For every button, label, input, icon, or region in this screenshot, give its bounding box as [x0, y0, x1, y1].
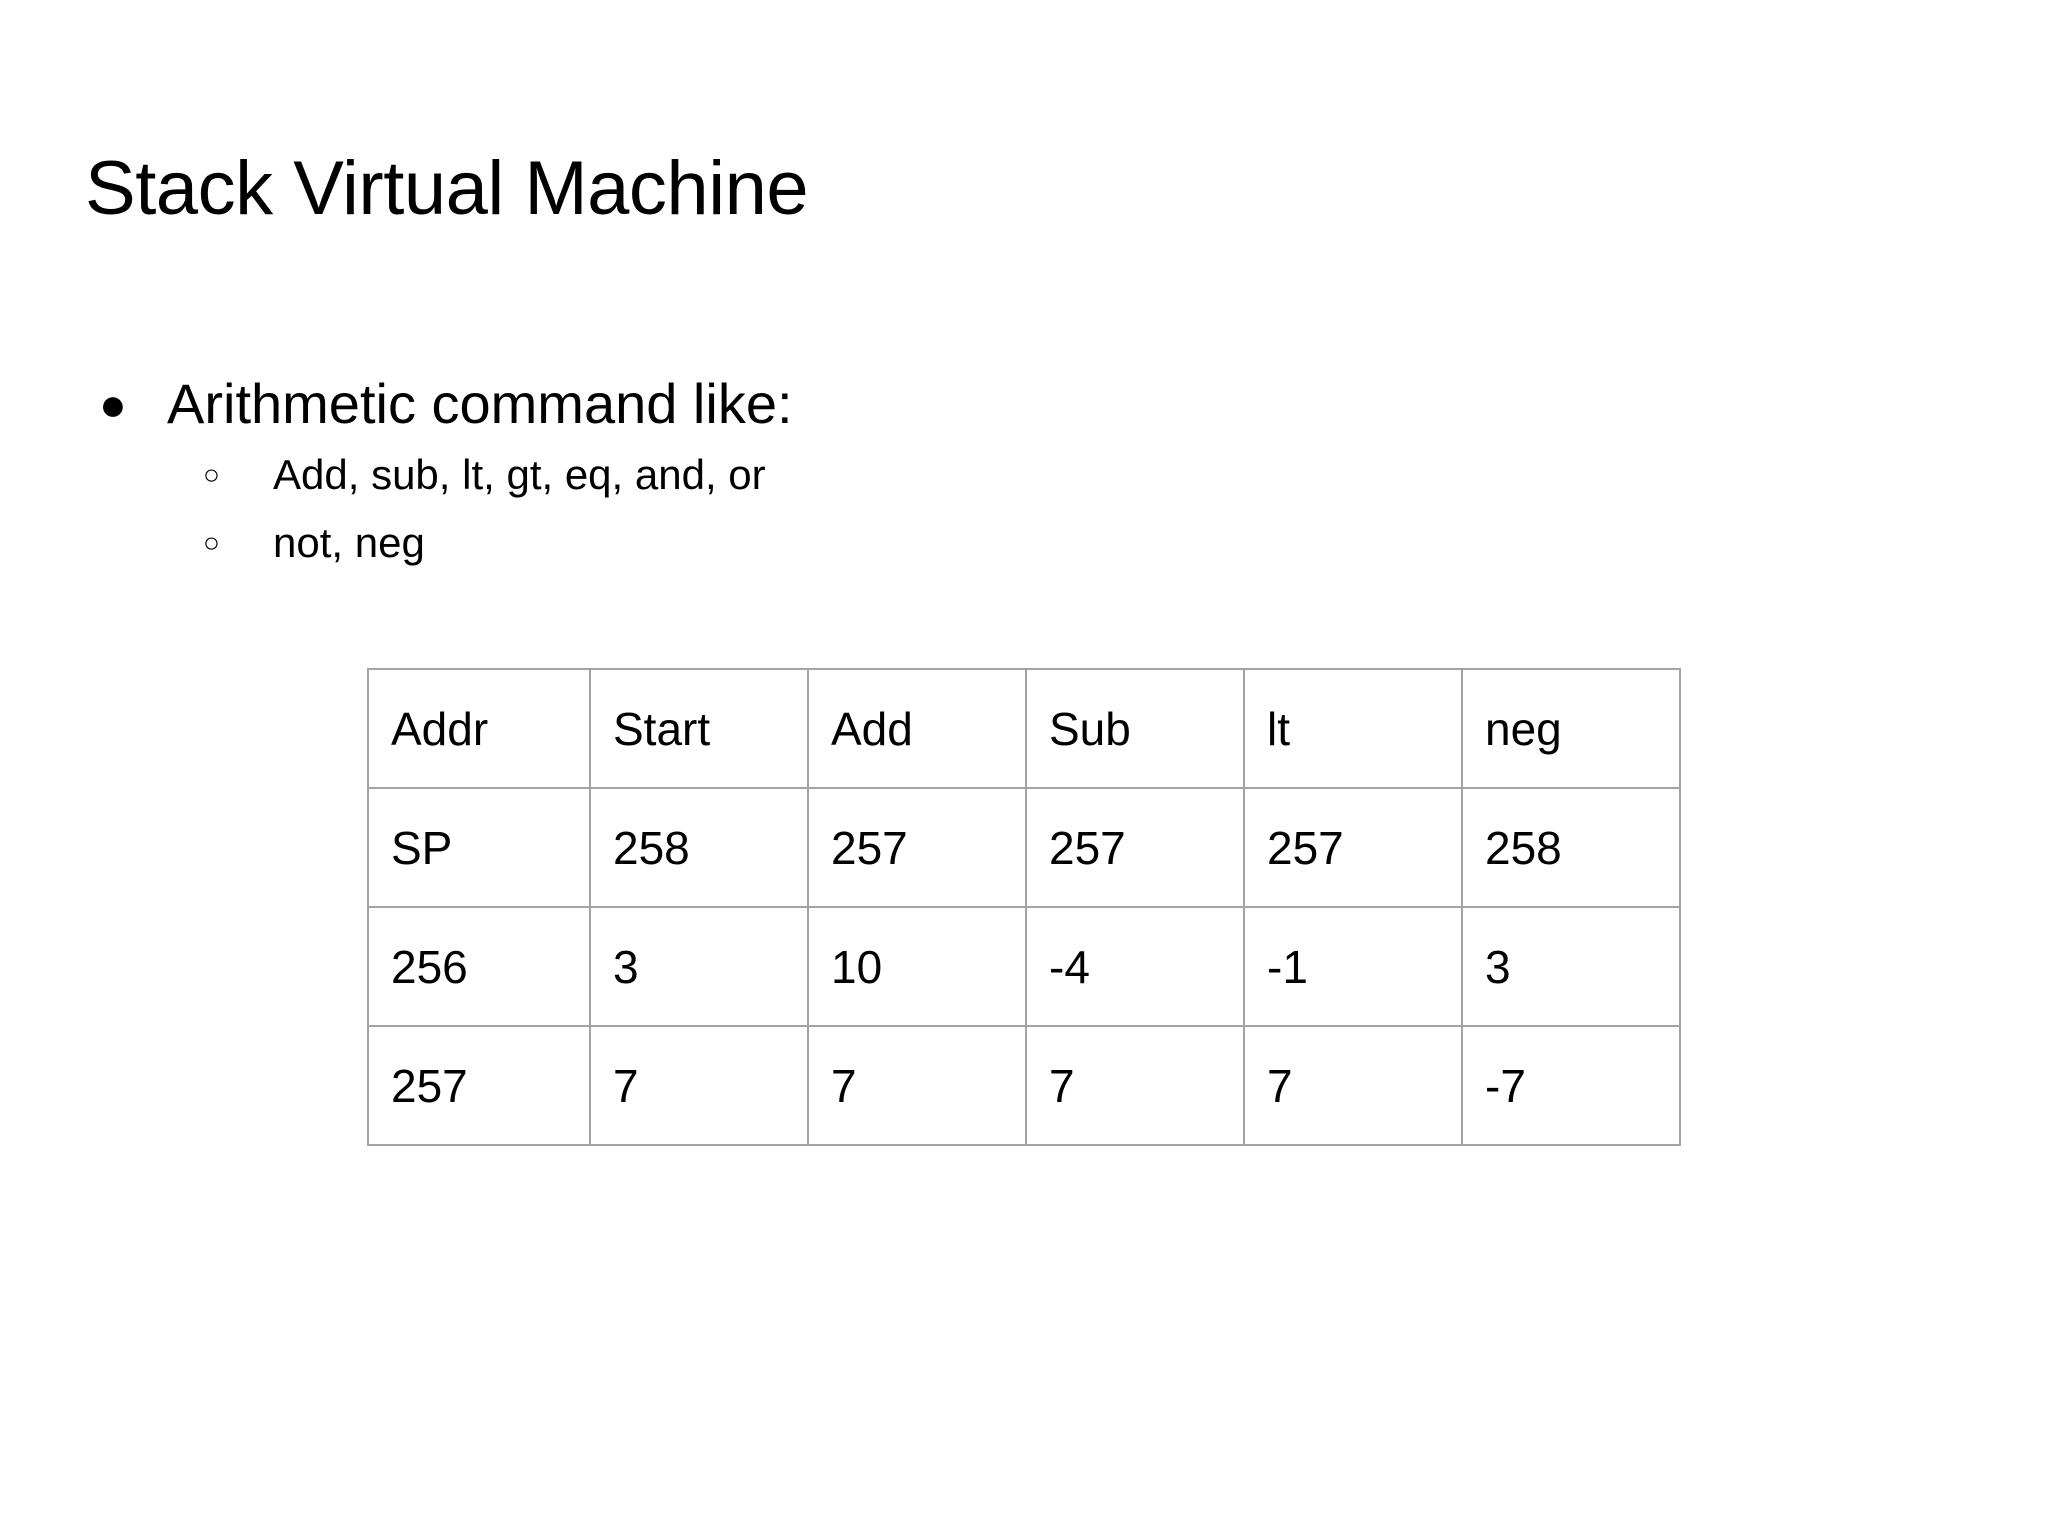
body-content: ● Arithmetic command like: ○ Add, sub, l…: [95, 372, 1795, 584]
table-header-row: Addr Start Add Sub lt neg: [367, 668, 1681, 789]
stack-state-table: Addr Start Add Sub lt neg SP 258 257 257…: [367, 668, 1681, 1146]
bullet-item-arithmetic: ● Arithmetic command like:: [95, 372, 1795, 436]
sub-bullet-item-operators: ○ Add, sub, lt, gt, eq, and, or: [203, 448, 1795, 502]
table-cell: 257: [1243, 787, 1463, 908]
table-row: 256 3 10 -4 -1 3: [367, 906, 1681, 1027]
table-cell: 257: [1025, 787, 1245, 908]
table-cell: 257: [367, 1025, 591, 1146]
table-header-cell: Add: [807, 668, 1027, 789]
table-header-cell: Start: [589, 668, 809, 789]
table-cell: -4: [1025, 906, 1245, 1027]
sub-bullet-label: not, neg: [273, 519, 425, 566]
table-cell: 7: [1243, 1025, 1463, 1146]
sub-bullet-list: ○ Add, sub, lt, gt, eq, and, or ○ not, n…: [203, 448, 1795, 570]
sub-bullet-item-unary: ○ not, neg: [203, 516, 1795, 570]
table-cell: -7: [1461, 1025, 1681, 1146]
table-header-cell: lt: [1243, 668, 1463, 789]
table-cell: 258: [589, 787, 809, 908]
table-cell: 7: [589, 1025, 809, 1146]
table-cell: 258: [1461, 787, 1681, 908]
filled-bullet-icon: ●: [99, 378, 127, 430]
table-cell: -1: [1243, 906, 1463, 1027]
table-cell: 3: [589, 906, 809, 1027]
table-cell: 257: [807, 787, 1027, 908]
table-cell: SP: [367, 787, 591, 908]
table-row: SP 258 257 257 257 258: [367, 787, 1681, 908]
table-header-cell: neg: [1461, 668, 1681, 789]
table-cell: 7: [1025, 1025, 1245, 1146]
hollow-bullet-icon: ○: [203, 527, 220, 558]
table-cell: 10: [807, 906, 1027, 1027]
table-row: 257 7 7 7 7 -7: [367, 1025, 1681, 1146]
table-cell: 256: [367, 906, 591, 1027]
table-cell: 3: [1461, 906, 1681, 1027]
table-header-cell: Sub: [1025, 668, 1245, 789]
table-header-cell: Addr: [367, 668, 591, 789]
page-title: Stack Virtual Machine: [85, 146, 809, 231]
stack-state-table-container: Addr Start Add Sub lt neg SP 258 257 257…: [367, 668, 1681, 1146]
hollow-bullet-icon: ○: [203, 459, 220, 490]
bullet-label: Arithmetic command like:: [167, 372, 793, 435]
sub-bullet-label: Add, sub, lt, gt, eq, and, or: [273, 451, 766, 498]
table-cell: 7: [807, 1025, 1027, 1146]
